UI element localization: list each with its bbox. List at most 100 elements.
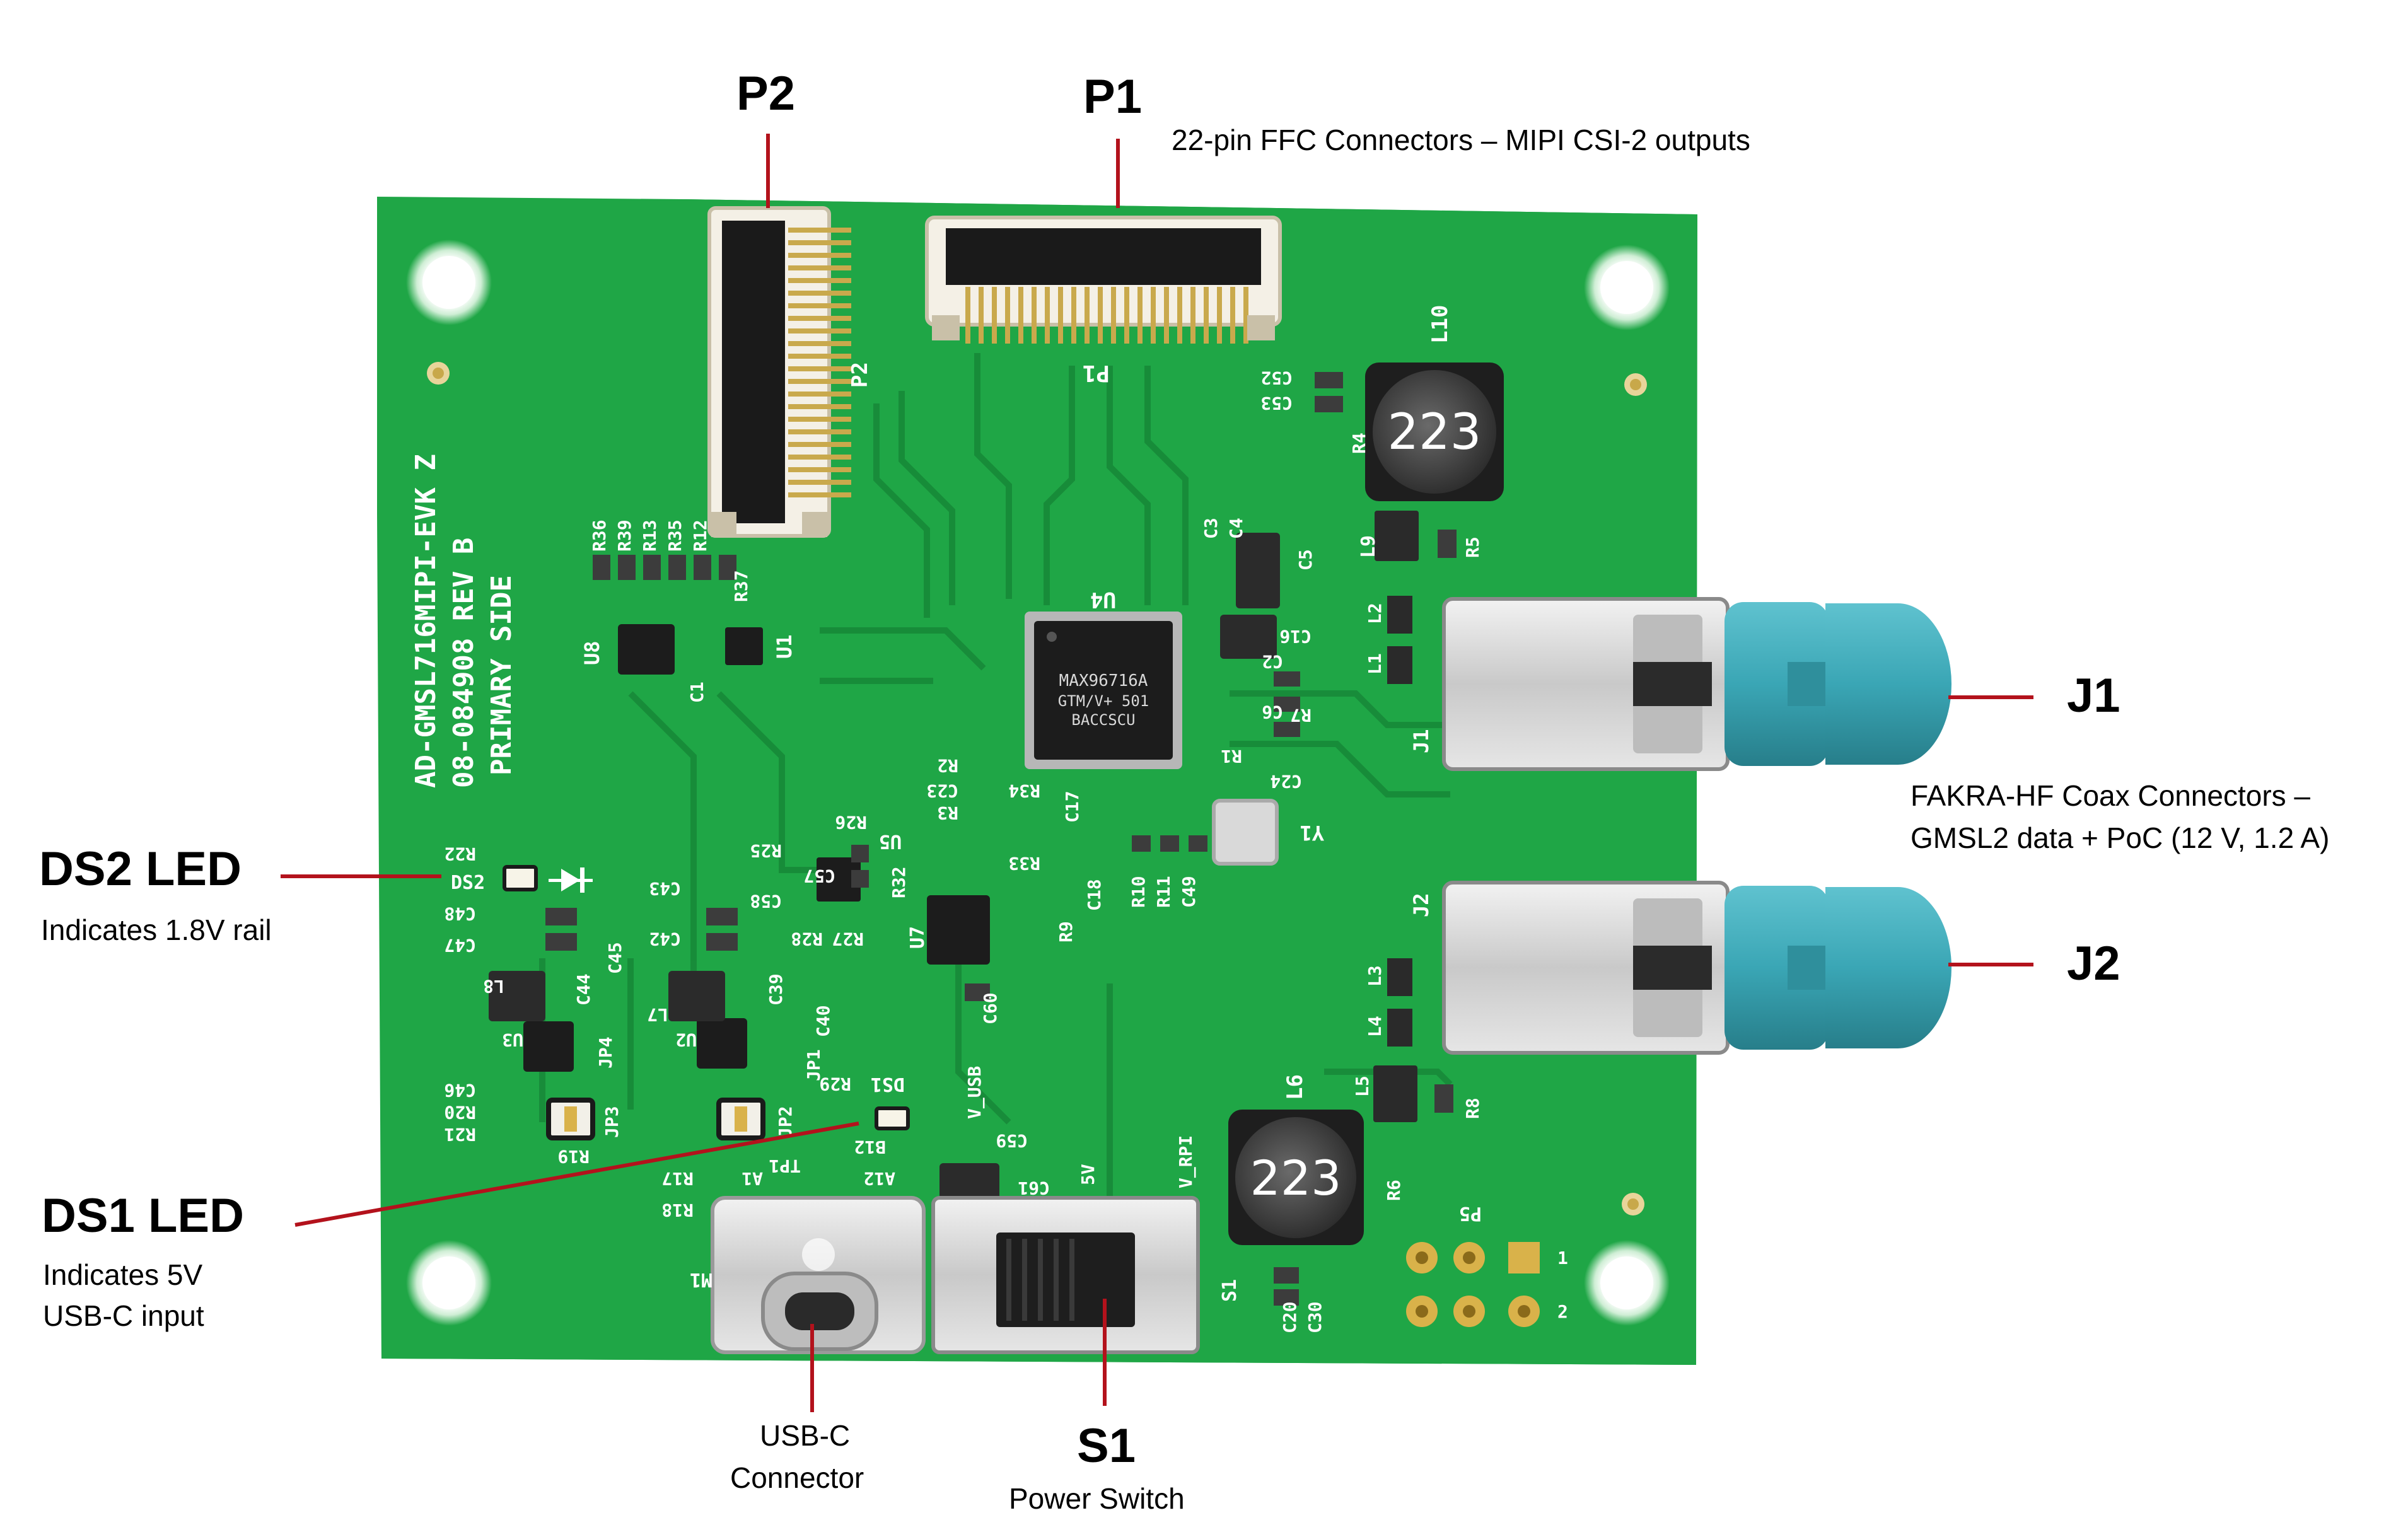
ref-c47: C47 [444, 935, 476, 956]
ref-c17: C17 [1062, 791, 1083, 823]
ref-r20: R20 [444, 1102, 476, 1123]
ref-c40: C40 [813, 1005, 834, 1037]
silkscreen-refdes: P1 P2 L10 L6 U4 U1 U8 U5 U7 J1 J2 Y1 DS2… [444, 305, 1568, 1333]
ref-r6: R6 [1383, 1180, 1404, 1201]
ref-jp2: JP2 [775, 1106, 796, 1138]
ref-c1: C1 [687, 682, 707, 703]
ref-ds1: DS1 [871, 1073, 905, 1095]
fakra-connector-j1 [1442, 597, 1951, 771]
callout-ds2-description: Indicates 1.8V rail [41, 914, 272, 946]
ref-c44: C44 [573, 973, 594, 1006]
ref-j2: J2 [1409, 893, 1433, 917]
ic-l5 [1373, 1065, 1417, 1122]
ref-c43: C43 [649, 878, 681, 899]
ic-l9 [1375, 511, 1419, 561]
ferrite-l3 [1387, 958, 1412, 996]
ref-r13: R13 [639, 519, 660, 552]
ic-u4-line3: BACCSCU [1071, 711, 1135, 729]
ref-u7: U7 [907, 926, 929, 949]
ic-u4-max96716a: MAX96716A GTM/V+ 501 BACCSCU [1025, 612, 1182, 769]
ref-r27: R27 [832, 929, 864, 949]
ic-u3 [523, 1021, 574, 1072]
ref-jp3: JP3 [602, 1106, 622, 1138]
ref-c57: C57 [803, 866, 835, 886]
ref-c49: C49 [1178, 876, 1199, 908]
ic-u5 [817, 857, 861, 902]
callout-lines [281, 134, 2033, 1412]
ref-u5: U5 [879, 830, 902, 852]
ref-j1: J1 [1409, 729, 1433, 753]
ref-r10: R10 [1128, 876, 1149, 908]
callout-ds1-description-line2: USB-C input [43, 1299, 204, 1332]
ref-l4: L4 [1364, 1016, 1385, 1037]
callout-ds2-label: DS2 LED [39, 842, 241, 896]
ref-c58: C58 [750, 891, 782, 912]
ref-r18: R18 [661, 1200, 694, 1221]
ic-u7 [927, 895, 990, 965]
ic-u2 [697, 1018, 747, 1069]
callout-ds1-description-line1: Indicates 5V [43, 1258, 203, 1291]
ref-u4: U4 [1090, 587, 1116, 612]
callout-p2-label: P2 [736, 67, 795, 120]
ref-u3: U3 [502, 1030, 523, 1050]
callout-line-ds1 [294, 1122, 859, 1227]
ref-r1: R1 [1221, 746, 1242, 767]
ref-c3: C3 [1201, 518, 1221, 539]
silkscreen-board-text: AD-GMSL716MIPI-EVK Z 08-084908 REV B PRI… [410, 454, 518, 788]
ferrite-l1 [1387, 646, 1412, 684]
ref-l6: L6 [1283, 1074, 1308, 1100]
ref-p5-pin1: 1 [1557, 1248, 1568, 1268]
ic-u1 [725, 627, 763, 665]
ffc-connector-p2 [707, 206, 851, 538]
ref-c24: C24 [1270, 771, 1302, 792]
diode-symbol-icon [549, 867, 593, 893]
ref-r17: R17 [661, 1168, 694, 1189]
ref-c5: C5 [1295, 549, 1316, 571]
ref-l7: L7 [647, 1004, 668, 1025]
ref-r37: R37 [731, 570, 752, 602]
led-ds2 [503, 865, 538, 891]
ref-jp4: JP4 [595, 1036, 616, 1069]
silk-part-number: 08-084908 REV B [448, 538, 480, 788]
callout-p1-description: 22-pin FFC Connectors – MIPI CSI-2 outpu… [1172, 124, 1750, 156]
ref-a12: A12 [863, 1168, 895, 1189]
callout-s1-description: Power Switch [1009, 1482, 1185, 1515]
callout-p1-label: P1 [1083, 70, 1142, 124]
ref-u8: U8 [580, 641, 604, 665]
ref-r5: R5 [1462, 536, 1483, 558]
inductor-l6: 223 [1228, 1110, 1364, 1245]
ref-p1: P1 [1083, 360, 1110, 386]
ref-r32: R32 [888, 866, 909, 898]
fakra-connector-j2 [1442, 881, 1951, 1055]
callout-j1-label: J1 [2067, 669, 2120, 722]
silk-primary-side: PRIMARY SIDE [486, 575, 518, 775]
ref-c20: C20 [1279, 1301, 1300, 1333]
ref-l9: L9 [1358, 535, 1380, 558]
ref-c48: C48 [444, 903, 476, 924]
ref-l1: L1 [1364, 653, 1385, 675]
ref-l3: L3 [1364, 965, 1385, 987]
ref-p5: P5 [1459, 1202, 1482, 1224]
ref-l5: L5 [1352, 1076, 1373, 1097]
callout-usbc-description-line2: Connector [730, 1461, 864, 1494]
ref-r3: R3 [937, 803, 958, 823]
ref-c18: C18 [1084, 879, 1105, 911]
ref-r22: R22 [444, 844, 476, 864]
ref-l10: L10 [1428, 305, 1453, 344]
ref-r4: R4 [1349, 432, 1370, 454]
ferrite-l2 [1387, 596, 1412, 634]
slide-switch-s1 [931, 1196, 1200, 1354]
ref-r33: R33 [1008, 853, 1040, 874]
ref-p2: P2 [847, 362, 873, 388]
ref-r26: R26 [835, 812, 867, 833]
ref-u1: U1 [772, 634, 796, 659]
ref-c42: C42 [649, 929, 681, 949]
ref-y1: Y1 [1300, 821, 1324, 845]
callout-j1-description-line1: FAKRA-HF Coax Connectors – [1911, 779, 2311, 812]
ffc-connector-p1 [925, 216, 1282, 344]
ref-r7: R7 [1290, 705, 1312, 726]
ref-c16: C16 [1279, 626, 1312, 647]
header-p5 [1406, 1242, 1540, 1327]
